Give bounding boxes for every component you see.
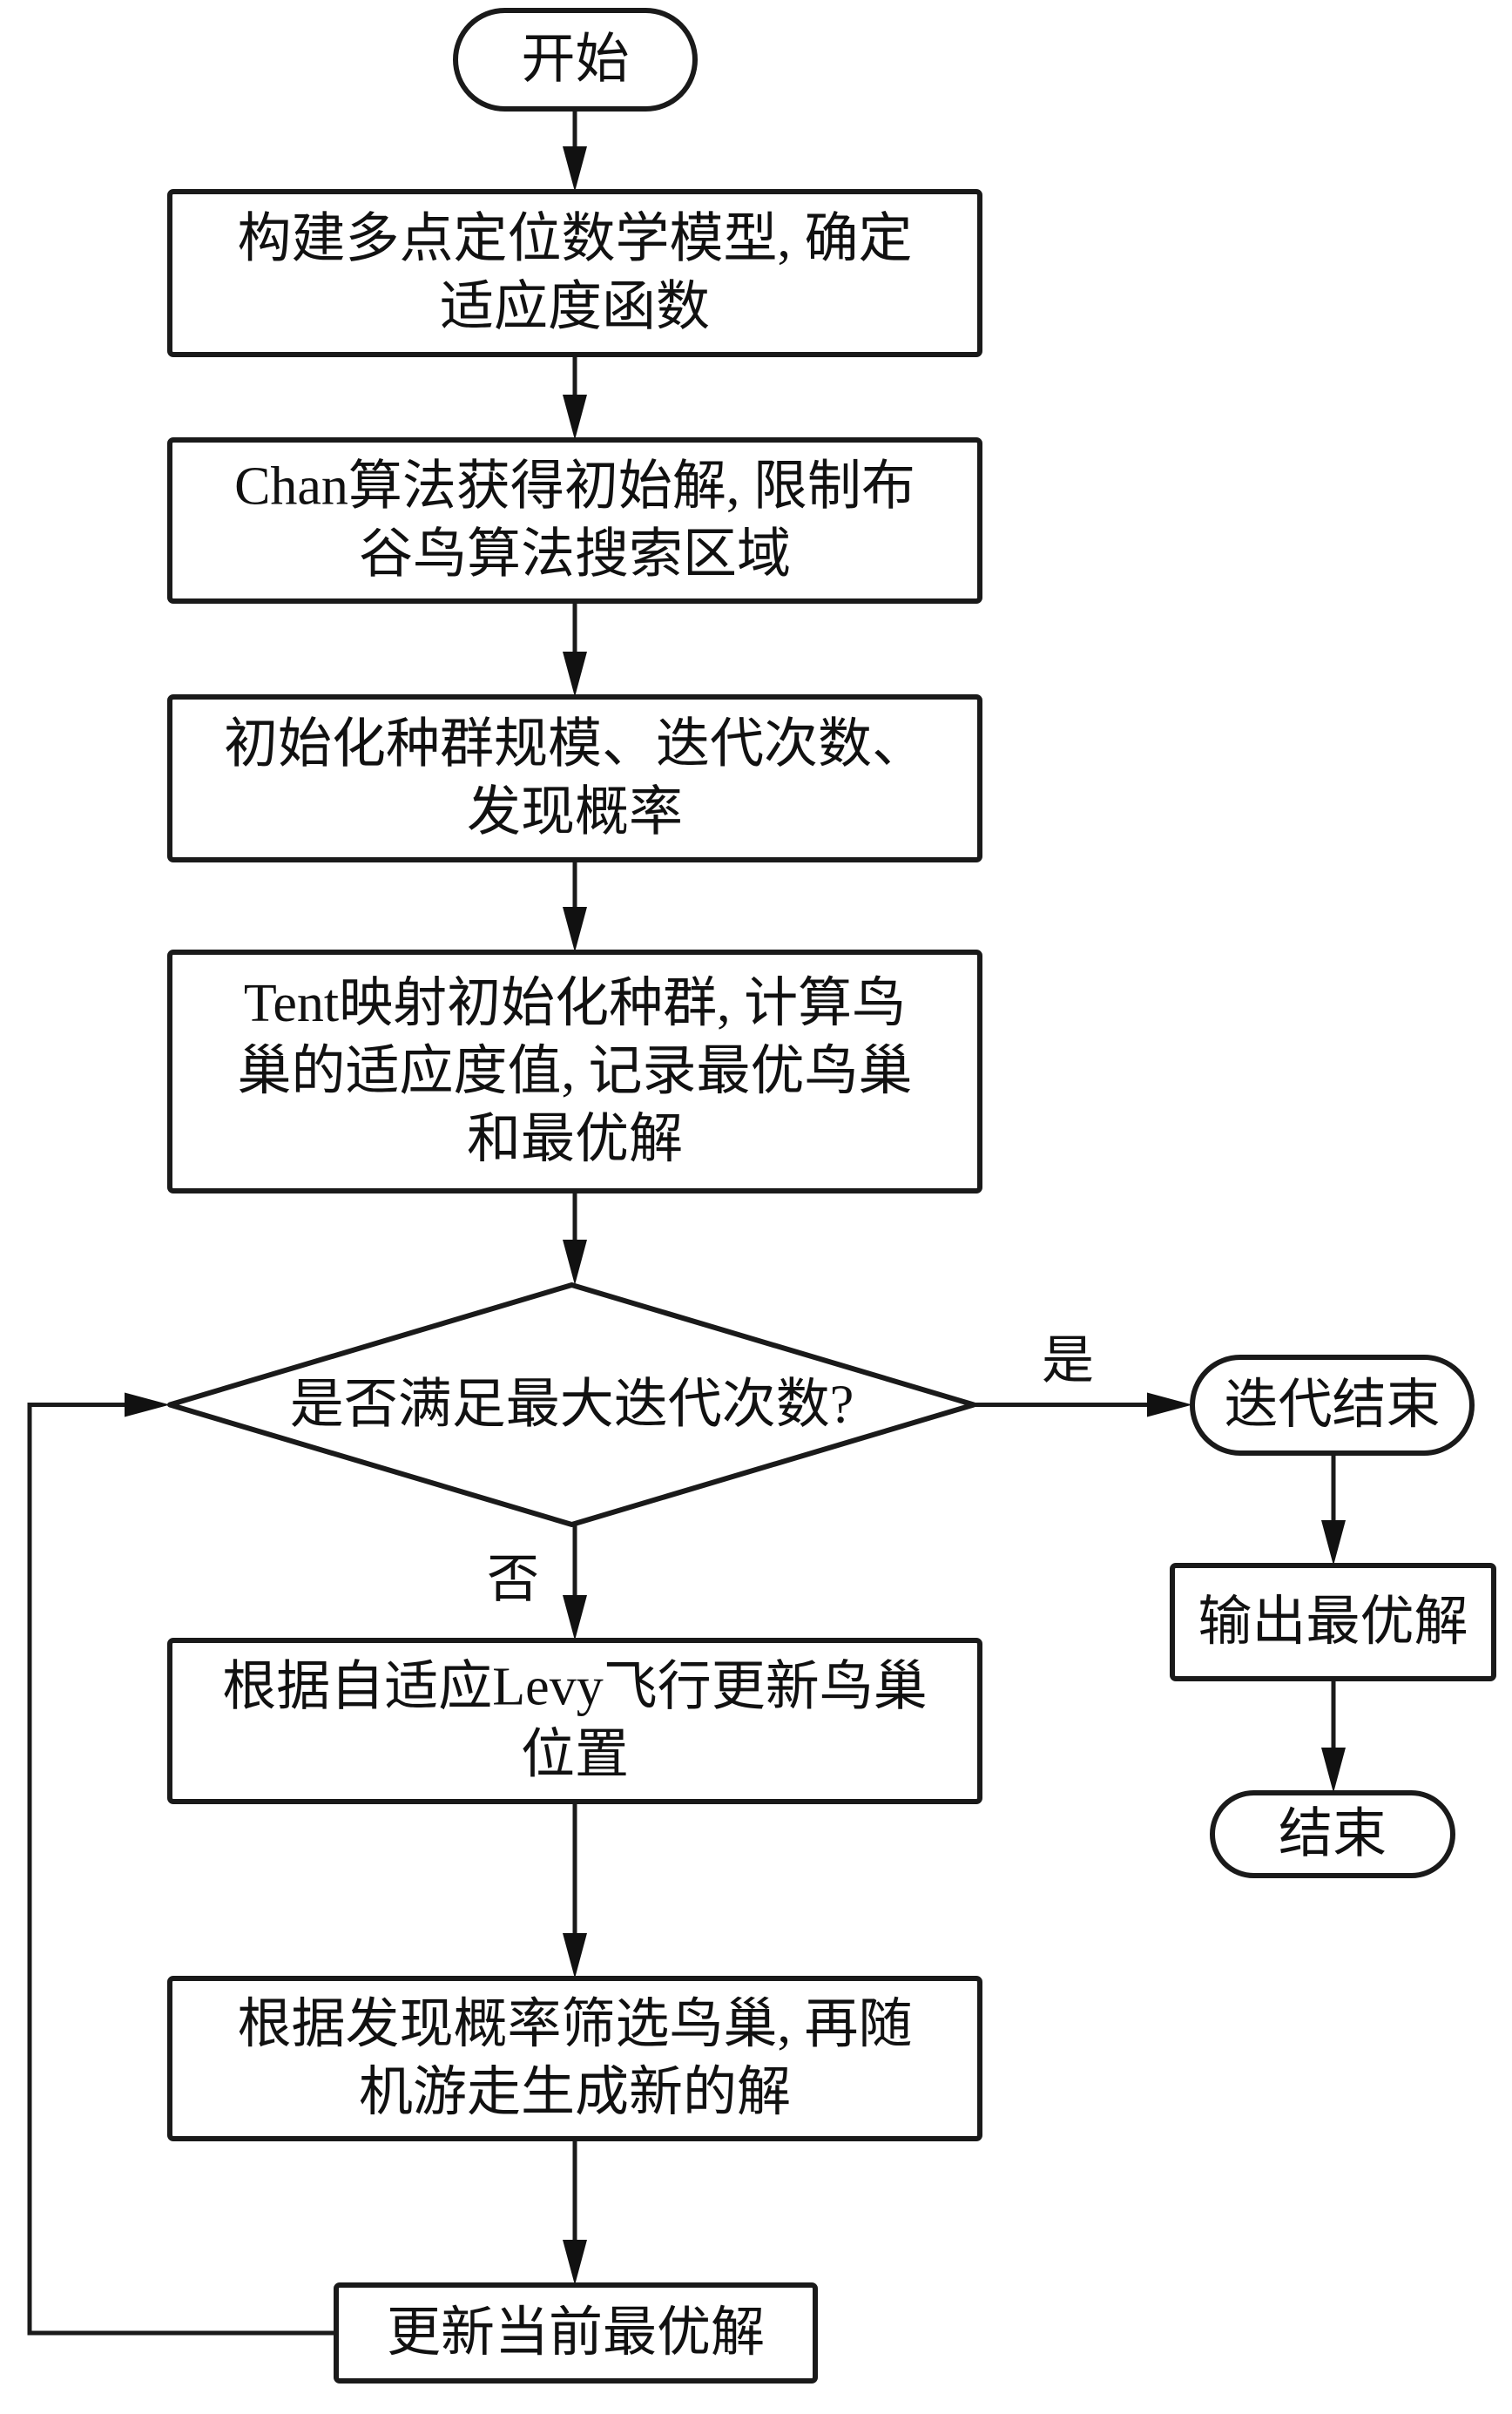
decision-node: 是否满足最大迭代次数? — [167, 1282, 976, 1527]
levy-update-label-line: 根据自适应Levy飞行更新鸟巢 — [222, 1658, 927, 1717]
iter-end-label-line: 迭代结束 — [1224, 1376, 1440, 1435]
loop-back-connector — [27, 1403, 336, 2336]
tent-init-label-line: Tent映射初始化种群, 计算鸟 — [244, 974, 906, 1033]
iter-end-to-output-best-arrowhead-icon — [1321, 1520, 1346, 1565]
decision-diamond-shape — [167, 1282, 976, 1527]
discover-filter-to-update-best-arrowhead-icon — [563, 2240, 587, 2285]
decision-to-iter-end-arrowhead-icon — [1147, 1392, 1192, 1417]
chan-init-label-line: Chan算法获得初始解, 限制布 — [234, 457, 915, 517]
iter-end-terminal-shape — [1190, 1355, 1475, 1456]
output-best-to-end-arrowhead-icon — [1321, 1748, 1346, 1793]
yes-branch-label: 是 — [1042, 1332, 1094, 1390]
start-node: 开始 — [453, 8, 698, 112]
levy-update-box-shape — [167, 1638, 982, 1804]
chan-init-to-init-params-arrowhead-icon — [563, 652, 587, 697]
tent-init-to-decision-arrowhead-icon — [563, 1240, 587, 1285]
init-params-box-shape — [167, 694, 982, 862]
loop-back-arrowhead-icon — [125, 1392, 170, 1417]
end-label-line: 结束 — [1279, 1805, 1387, 1864]
discover-filter-label-line: 机游走生成新的解 — [359, 2063, 791, 2122]
iter-end-node: 迭代结束 — [1190, 1355, 1475, 1456]
update-best-box-shape — [334, 2282, 818, 2384]
levy-update-label-line: 位置 — [521, 1726, 629, 1785]
output-best-node: 输出最优解 — [1170, 1563, 1496, 1681]
output-best-label-line: 输出最优解 — [1198, 1592, 1468, 1652]
start-terminal-shape — [453, 8, 698, 112]
build-model-label-line: 构建多点定位数学模型, 确定 — [237, 210, 912, 269]
chan-init-label-line: 谷鸟算法搜索区域 — [359, 525, 791, 585]
output-best-box-shape — [1170, 1563, 1496, 1681]
init-params-to-tent-init-arrowhead-icon — [563, 907, 587, 952]
update-best-node: 更新当前最优解 — [334, 2282, 818, 2384]
end-terminal-shape — [1210, 1790, 1455, 1878]
update-best-label-line: 更新当前最优解 — [387, 2303, 765, 2363]
discover-filter-label-line: 根据发现概率筛选鸟巢, 再随 — [237, 1995, 912, 2054]
connectors — [27, 109, 1346, 2336]
discover-filter-box-shape — [167, 1976, 982, 2141]
tent-init-label-line: 和最优解 — [467, 1110, 683, 1169]
init-params-label-line: 初始化种群规模、迭代次数、 — [224, 715, 926, 774]
start-to-build-model-arrowhead-icon — [563, 146, 587, 192]
branch-labels: 是 否 — [487, 1332, 1094, 1608]
build-model-to-chan-init-arrowhead-icon — [563, 395, 587, 440]
build-model-label-line: 适应度函数 — [440, 278, 710, 337]
tent-init-label-line: 巢的适应度值, 记录最优鸟巢 — [237, 1042, 912, 1101]
init-params-node: 初始化种群规模、迭代次数、发现概率 — [167, 694, 982, 862]
decision-to-levy-update-arrowhead-icon — [563, 1595, 587, 1640]
no-branch-label: 否 — [487, 1551, 539, 1608]
levy-update-to-discover-filter-arrowhead-icon — [563, 1933, 587, 1978]
tent-init-box-shape — [167, 950, 982, 1193]
init-params-label-line: 发现概率 — [467, 783, 683, 842]
decision-label-line: 是否满足最大迭代次数? — [290, 1376, 854, 1435]
end-node: 结束 — [1210, 1790, 1455, 1878]
build-model-box-shape — [167, 189, 982, 357]
chan-init-box-shape — [167, 437, 982, 604]
start-label-line: 开始 — [521, 30, 629, 90]
